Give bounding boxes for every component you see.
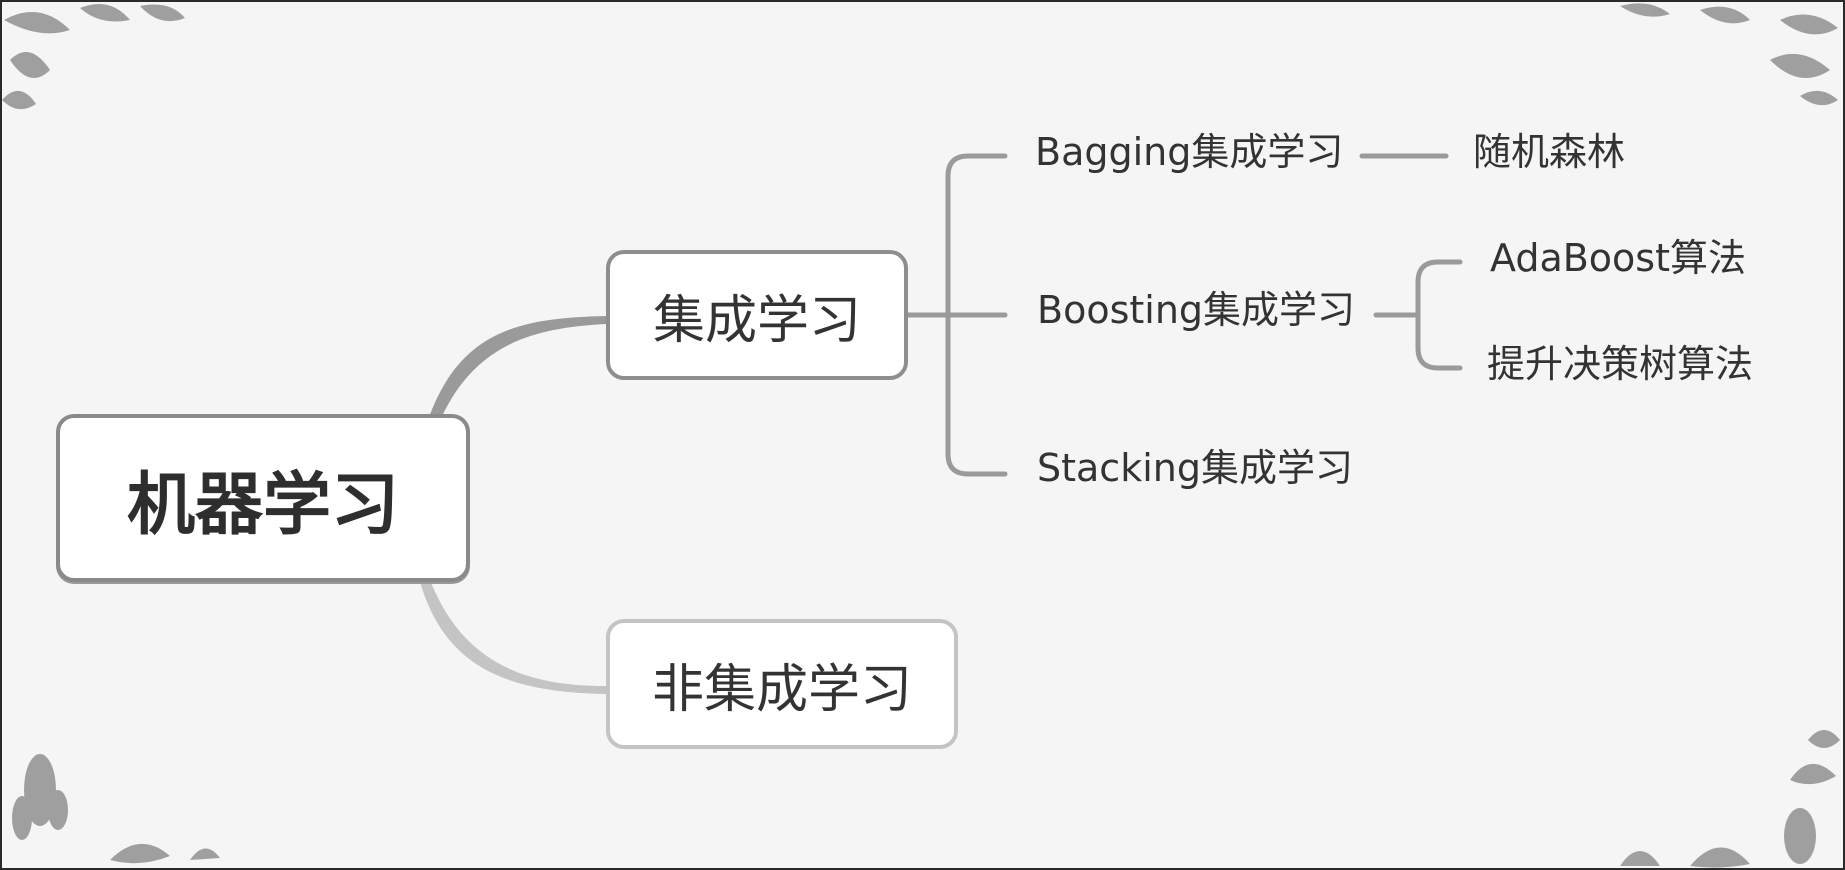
leaf-decoration-top-left xyxy=(2,4,185,110)
plant-decoration-bottom-right xyxy=(1620,730,1840,868)
boosting-tree-node: 提升决策树算法 xyxy=(1487,342,1754,386)
adaboost-node: AdaBoost算法 xyxy=(1490,236,1746,280)
ensemble-learning-node: 集成学习 xyxy=(606,250,908,380)
ensemble-children-bracket xyxy=(905,153,1008,477)
boosting-children-bracket xyxy=(1373,259,1463,371)
leaf-decoration-top-right xyxy=(1620,3,1838,106)
root-to-nonensemble-connector xyxy=(420,575,606,694)
non-ensemble-learning-node: 非集成学习 xyxy=(606,619,958,749)
stacking-node: Stacking集成学习 xyxy=(1037,446,1353,490)
bagging-node: Bagging集成学习 xyxy=(1035,130,1344,174)
root-to-ensemble-connector xyxy=(428,316,606,430)
plant-decoration-bottom-left xyxy=(12,754,220,864)
root-node: 机器学习 xyxy=(56,414,470,582)
boosting-node: Boosting集成学习 xyxy=(1037,288,1356,332)
random-forest-node: 随机森林 xyxy=(1473,130,1626,174)
